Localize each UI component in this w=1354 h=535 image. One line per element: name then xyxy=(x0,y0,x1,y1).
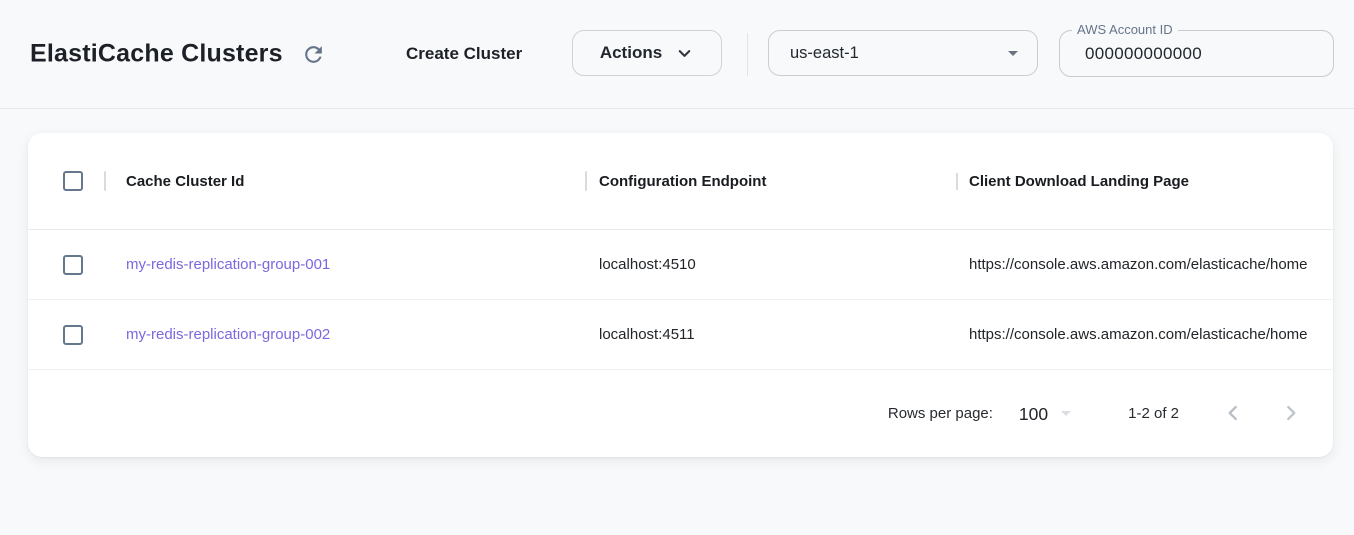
configuration-endpoint-cell: localhost:4511 xyxy=(599,326,695,343)
row-checkbox-cell xyxy=(28,254,104,275)
header-configuration-endpoint-label: Configuration Endpoint xyxy=(599,172,767,190)
caret-down-icon xyxy=(1054,401,1078,425)
header-client-download-label: Client Download Landing Page xyxy=(969,172,1190,190)
rows-per-page-label: Rows per page: xyxy=(887,404,993,422)
aws-account-id-input[interactable] xyxy=(1060,31,1333,76)
header-cache-cluster-id-label: Cache Cluster Id xyxy=(126,172,245,190)
rows-per-page-select[interactable]: 100 xyxy=(1019,401,1078,425)
chevron-left-icon xyxy=(1220,400,1246,426)
column-separator xyxy=(585,171,587,191)
actions-button-label: Actions xyxy=(599,43,663,62)
pagination-range: 1-2 of 2 xyxy=(1128,404,1179,422)
header-checkbox-cell xyxy=(28,171,104,191)
pagination-bar: Rows per page: 100 1-2 of 2 xyxy=(28,370,1333,456)
clusters-table-card: Cache Cluster Id Configuration Endpoint … xyxy=(28,133,1333,457)
page-title: ElastiCache Clusters xyxy=(30,39,283,68)
next-page-button[interactable] xyxy=(1277,399,1305,427)
cache-cluster-id-cell: my-redis-replication-group-002 xyxy=(104,326,585,343)
column-separator xyxy=(104,171,106,191)
row-checkbox-cell xyxy=(28,324,104,345)
header-client-download[interactable]: Client Download Landing Page xyxy=(956,172,1333,190)
chevron-right-icon xyxy=(1278,400,1304,426)
rows-per-page-value: 100 xyxy=(1018,404,1049,424)
create-cluster-button[interactable]: Create Cluster xyxy=(406,44,523,63)
table-row[interactable]: my-redis-replication-group-002 localhost… xyxy=(28,300,1333,370)
aws-account-id-label: AWS Account ID xyxy=(1072,22,1178,37)
cache-cluster-id-cell: my-redis-replication-group-001 xyxy=(104,256,585,273)
client-download-cell: https://console.aws.amazon.com/elasticac… xyxy=(969,256,1308,273)
cluster-link[interactable]: my-redis-replication-group-002 xyxy=(126,326,331,343)
caret-down-icon xyxy=(1001,41,1025,65)
client-download-cell: https://console.aws.amazon.com/elasticac… xyxy=(969,326,1308,343)
region-selector-value: us-east-1 xyxy=(790,43,859,62)
actions-button[interactable]: Actions xyxy=(572,30,722,76)
refresh-button[interactable] xyxy=(299,40,327,68)
header-configuration-endpoint[interactable]: Configuration Endpoint xyxy=(585,171,956,191)
table-row[interactable]: my-redis-replication-group-001 localhost… xyxy=(28,230,1333,300)
previous-page-button[interactable] xyxy=(1219,399,1247,427)
configuration-endpoint-cell: localhost:4510 xyxy=(599,256,696,273)
aws-account-id-field: AWS Account ID xyxy=(1059,22,1334,77)
top-toolbar: ElastiCache Clusters Create Cluster Acti… xyxy=(0,0,1354,109)
row-checkbox[interactable] xyxy=(63,324,83,345)
column-separator xyxy=(956,172,958,190)
chevron-down-icon xyxy=(675,44,694,63)
refresh-icon xyxy=(301,42,326,67)
header-cache-cluster-id[interactable]: Cache Cluster Id xyxy=(104,171,585,191)
cluster-link[interactable]: my-redis-replication-group-001 xyxy=(126,256,331,273)
region-selector[interactable]: us-east-1 xyxy=(768,30,1038,76)
row-checkbox[interactable] xyxy=(63,254,83,275)
select-all-checkbox[interactable] xyxy=(63,171,83,191)
toolbar-divider xyxy=(747,33,748,76)
table-header-row: Cache Cluster Id Configuration Endpoint … xyxy=(28,133,1333,230)
